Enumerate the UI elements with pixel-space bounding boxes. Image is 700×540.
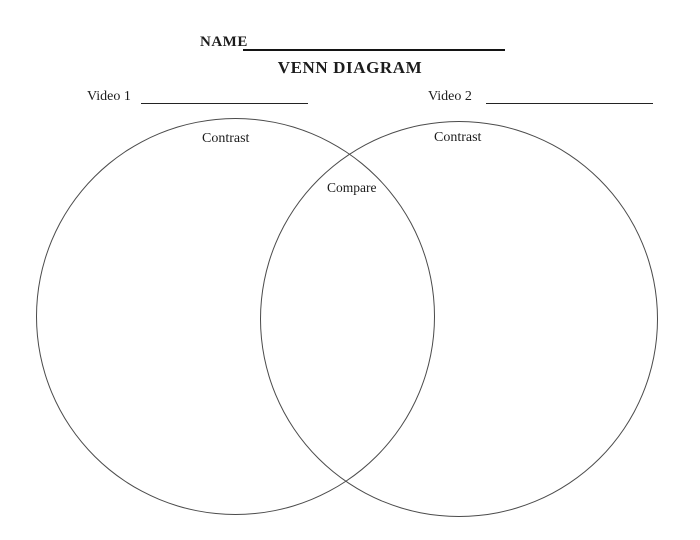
name-label: NAME [200,34,248,50]
contrast-label-right: Contrast [434,130,482,145]
name-fill-line [243,49,505,51]
video1-fill-line [141,103,308,104]
video2-label: Video 2 [428,89,472,104]
contrast-label-left: Contrast [202,131,250,146]
video1-label: Video 1 [87,89,131,104]
page-title: VENN DIAGRAM [277,58,423,77]
compare-label-overlap: Compare [327,180,377,195]
venn-circle-right [260,121,658,517]
video2-fill-line [486,103,653,104]
